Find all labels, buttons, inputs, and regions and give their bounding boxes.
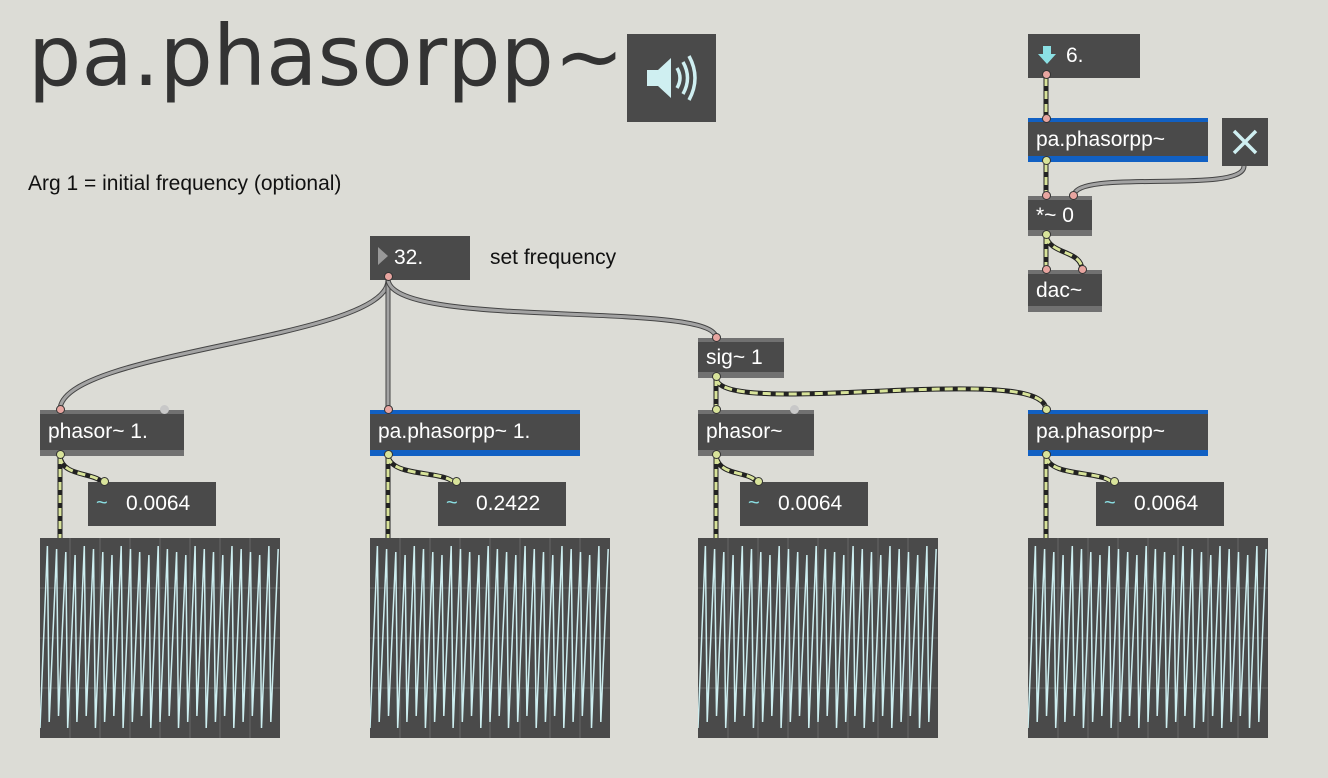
frequency-value: 32. [394, 246, 424, 269]
object-label: pa.phasorpp~ 1. [378, 420, 531, 443]
cord-freq-to-phasor [57, 279, 391, 411]
number-tilde-3[interactable]: ~ 0.0064 [740, 482, 868, 526]
down-arrow-icon [1038, 46, 1056, 64]
set-frequency-comment: set frequency [490, 246, 617, 269]
inlet[interactable] [384, 405, 393, 414]
waveform-trace [40, 545, 279, 729]
inlet[interactable] [1078, 265, 1087, 274]
signal-value: 0.0064 [126, 492, 191, 515]
object-label: *~ 0 [1036, 204, 1074, 227]
outlet[interactable] [712, 450, 721, 459]
tilde-icon: ~ [446, 492, 458, 514]
outlet[interactable] [1042, 450, 1051, 459]
pa-phasorpp-audio-object[interactable]: pa.phasorpp~ [1028, 118, 1208, 162]
inlet[interactable] [1042, 114, 1051, 123]
object-label: phasor~ [706, 420, 783, 443]
pa-phasorpp-object[interactable]: pa.phasorpp~ 1. [370, 410, 580, 456]
inlet[interactable] [1069, 191, 1078, 200]
outlet[interactable] [384, 450, 393, 459]
inlet[interactable] [790, 405, 799, 414]
speaker-icon [647, 55, 697, 101]
inlet[interactable] [712, 333, 721, 342]
tilde-icon: ~ [96, 492, 108, 514]
signal-value: 0.0064 [778, 492, 843, 515]
object-label: sig~ 1 [706, 346, 763, 369]
outlet[interactable] [56, 450, 65, 459]
patcher-title: pa.phasorpp~ [28, 7, 625, 105]
multiply-signal-object[interactable]: *~ 0 [1028, 196, 1092, 236]
scope-3[interactable] [698, 538, 938, 738]
tilde-icon: ~ [1104, 492, 1116, 514]
scope-4[interactable] [1028, 538, 1268, 738]
object-label: pa.phasorpp~ [1036, 128, 1166, 151]
phasor-signal-object[interactable]: phasor~ [698, 410, 814, 456]
audio-toggle-button[interactable] [627, 34, 716, 122]
inlet[interactable] [100, 477, 109, 486]
scope-2[interactable] [370, 538, 610, 738]
outlet[interactable] [712, 372, 721, 381]
inlet[interactable] [754, 477, 763, 486]
inlet[interactable] [160, 405, 169, 414]
scope-1[interactable] [40, 538, 280, 738]
object-label: dac~ [1036, 279, 1083, 302]
cord-freq-to-sig [385, 279, 719, 339]
gain-value: 6. [1066, 44, 1084, 67]
outlet[interactable] [384, 272, 393, 281]
object-label: pa.phasorpp~ [1036, 420, 1166, 443]
gain-number-box[interactable]: 6. [1028, 34, 1140, 78]
arg-comment: Arg 1 = initial frequency (optional) [28, 172, 342, 195]
close-icon [1232, 129, 1258, 155]
inlet[interactable] [452, 477, 461, 486]
object-label: phasor~ 1. [48, 420, 148, 443]
number-tilde-4[interactable]: ~ 0.0064 [1096, 482, 1224, 526]
dac-object[interactable]: dac~ [1028, 270, 1102, 312]
phasor-object[interactable]: phasor~ 1. [40, 410, 184, 456]
signal-value: 0.0064 [1134, 492, 1199, 515]
triangle-right-icon [378, 247, 388, 265]
inlet[interactable] [1110, 477, 1119, 486]
number-tilde-1[interactable]: ~ 0.0064 [88, 482, 216, 526]
outlet[interactable] [1042, 70, 1051, 79]
inlet[interactable] [1042, 265, 1051, 274]
number-tilde-2[interactable]: ~ 0.2422 [438, 482, 566, 526]
inlet[interactable] [712, 405, 721, 414]
inlet[interactable] [1042, 191, 1051, 200]
inlet[interactable] [1042, 405, 1051, 414]
pa-phasorpp-signal-object[interactable]: pa.phasorpp~ [1028, 410, 1208, 456]
outlet[interactable] [1042, 156, 1051, 165]
sig-object[interactable]: sig~ 1 [698, 338, 784, 378]
tilde-icon: ~ [748, 492, 760, 514]
waveform-trace [370, 545, 609, 729]
waveform-trace [1028, 545, 1267, 729]
toggle-button[interactable] [1222, 118, 1268, 166]
cord-toggle-to-mul [1071, 165, 1247, 197]
inlet[interactable] [56, 405, 65, 414]
signal-value: 0.2422 [476, 492, 541, 515]
outlet[interactable] [1042, 230, 1051, 239]
waveform-trace [698, 545, 937, 729]
